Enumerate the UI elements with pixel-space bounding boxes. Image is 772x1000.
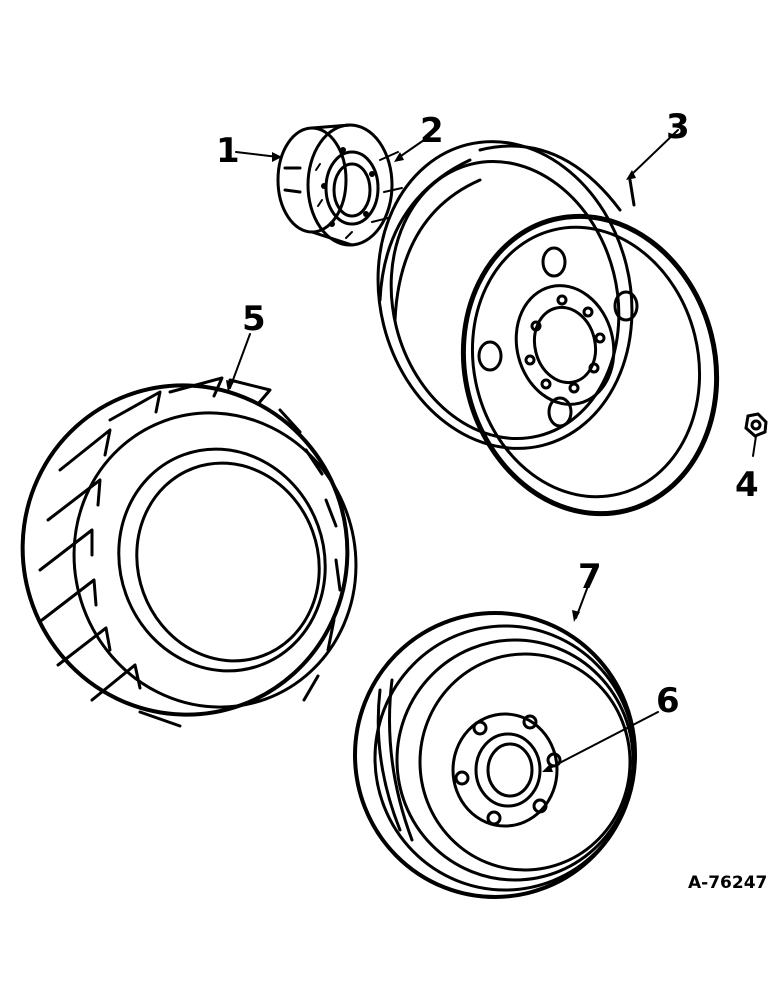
callout-7: 7: [578, 557, 602, 597]
figure-number: A-76247: [688, 873, 767, 893]
callout-5: 5: [242, 299, 266, 339]
rear-tire: [20, 376, 358, 728]
callout-1: 1: [216, 131, 240, 171]
rim: [376, 140, 720, 517]
callout-3: 3: [666, 107, 690, 147]
leader-lines: [226, 129, 757, 772]
tire-tread-lugs: [38, 376, 342, 728]
front-tire: [353, 611, 637, 899]
callout-2: 2: [420, 111, 444, 151]
rim-disc-center: [477, 246, 639, 428]
wheel-nut: [744, 412, 768, 438]
front-hub: [451, 712, 562, 828]
callout-labels: 1 2 3 4 5 6 7: [216, 107, 759, 721]
callout-4: 4: [735, 465, 759, 505]
hub-studs: [315, 147, 403, 239]
callout-6: 6: [656, 681, 680, 721]
hub-assembly: [276, 123, 403, 247]
